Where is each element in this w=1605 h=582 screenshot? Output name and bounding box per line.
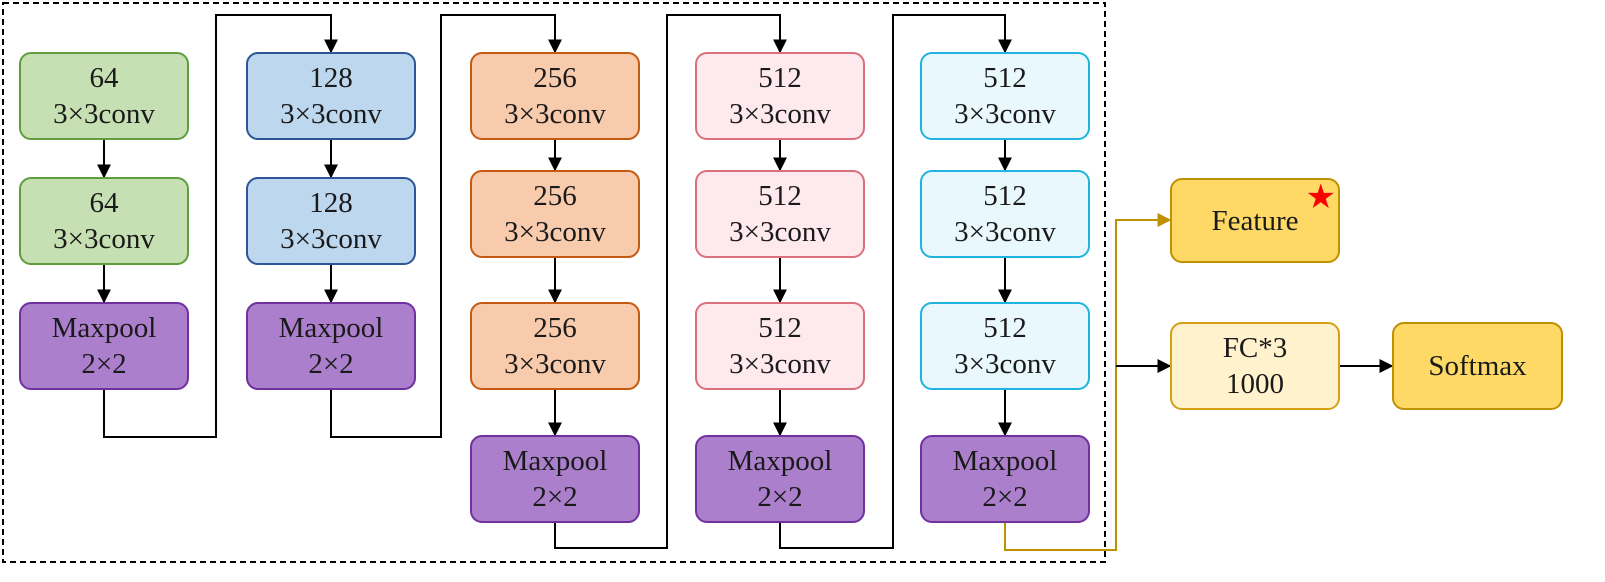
stage-512b-conv-block-2-line-1: 512 (983, 180, 1027, 212)
stage-512b-maxpool-block-line-2: 2×2 (982, 481, 1028, 513)
stage-256-conv-block-1: 256 3×3conv (470, 52, 640, 140)
stage-connector-2 (330, 14, 562, 438)
star-icon: ★ (1305, 177, 1336, 217)
stage-128-conv-block-1-line-2: 3×3conv (280, 98, 382, 130)
stage-128-maxpool-block-line-2: 2×2 (308, 348, 354, 380)
backbone-dashed-frame (2, 2, 1106, 563)
fc-block-line-2: 1000 (1226, 368, 1284, 400)
stage-512a-maxpool-block: Maxpool 2×2 (695, 435, 865, 523)
stage-64-conv-block-2-line-1: 64 (89, 187, 119, 219)
stage-256-maxpool-block-line-2: 2×2 (532, 481, 578, 513)
stage-512b-conv-block-3-line-2: 3×3conv (954, 348, 1056, 380)
stage-512b-conv-block-3: 512 3×3conv (920, 302, 1090, 390)
stage-256-conv-block-1-line-2: 3×3conv (504, 98, 606, 130)
stage-512b-conv-block-3-line-1: 512 (983, 312, 1027, 344)
stage-128-conv-block-1: 128 3×3conv (246, 52, 416, 140)
stage-256-maxpool-block: Maxpool 2×2 (470, 435, 640, 523)
stage-128-maxpool-block: Maxpool 2×2 (246, 302, 416, 390)
feature-block: Feature★ (1170, 178, 1340, 263)
stage-128-maxpool-block-line-1: Maxpool (278, 312, 384, 344)
stage-128-conv-block-1-line-1: 128 (309, 62, 353, 94)
stage-128-conv-block-2-line-2: 3×3conv (280, 223, 382, 255)
stage-64-conv-block-2-line-2: 3×3conv (53, 223, 155, 255)
stage-256-conv-block-1-line-1: 256 (533, 62, 577, 94)
stage-connector-1 (103, 14, 338, 438)
stage-512b-conv-block-2-line-2: 3×3conv (954, 216, 1056, 248)
stage-512b-maxpool-block-line-1: Maxpool (952, 445, 1058, 477)
stage-512a-conv-block-3-line-1: 512 (758, 312, 802, 344)
stage-256-conv-block-3-line-2: 3×3conv (504, 348, 606, 380)
stage-64-maxpool-block-line-2: 2×2 (81, 348, 127, 380)
stage-512a-conv-block-1: 512 3×3conv (695, 52, 865, 140)
softmax-block: Softmax (1392, 322, 1563, 410)
stage-64-conv-block-2: 64 3×3conv (19, 177, 189, 265)
stage-512b-maxpool-block: Maxpool 2×2 (920, 435, 1090, 523)
stage-512b-conv-block-1-line-2: 3×3conv (954, 98, 1056, 130)
stage-512b-conv-block-1-line-1: 512 (983, 62, 1027, 94)
feature-arrow (1004, 213, 1172, 551)
stage-64-conv-block-1-line-2: 3×3conv (53, 98, 155, 130)
stage-256-conv-block-2-line-2: 3×3conv (504, 216, 606, 248)
feature-block-line-1: Feature (1211, 204, 1299, 237)
fc-block: FC*3 1000 (1170, 322, 1340, 410)
stage-64-conv-block-1: 64 3×3conv (19, 52, 189, 140)
stage-64-maxpool-block-line-1: Maxpool (51, 312, 157, 344)
stage-512a-conv-block-3: 512 3×3conv (695, 302, 865, 390)
stage-connector-3 (554, 14, 787, 549)
stage-512a-maxpool-block-line-1: Maxpool (727, 445, 833, 477)
stage-512a-maxpool-block-line-2: 2×2 (757, 481, 803, 513)
fc-block-line-1: FC*3 (1222, 332, 1288, 364)
softmax-block-line-1: Softmax (1428, 350, 1527, 382)
stage-512a-conv-block-1-line-2: 3×3conv (729, 98, 831, 130)
stage-512a-conv-block-3-line-2: 3×3conv (729, 348, 831, 380)
stage-512a-conv-block-2-line-2: 3×3conv (729, 216, 831, 248)
stage-512a-conv-block-2-line-1: 512 (758, 180, 802, 212)
stage-256-conv-block-2-line-1: 256 (533, 180, 577, 212)
stage-256-conv-block-2: 256 3×3conv (470, 170, 640, 258)
stage-512a-conv-block-2: 512 3×3conv (695, 170, 865, 258)
stage-128-conv-block-2-line-1: 128 (309, 187, 353, 219)
stage-512a-conv-block-1-line-1: 512 (758, 62, 802, 94)
stage-64-maxpool-block: Maxpool 2×2 (19, 302, 189, 390)
stage-128-conv-block-2: 128 3×3conv (246, 177, 416, 265)
stage-64-conv-block-1-line-1: 64 (89, 62, 119, 94)
stage-256-conv-block-3-line-1: 256 (533, 312, 577, 344)
stage-256-conv-block-3: 256 3×3conv (470, 302, 640, 390)
stage-256-maxpool-block-line-1: Maxpool (502, 445, 608, 477)
stage-connector-4 (779, 14, 1012, 549)
stage-512b-conv-block-1: 512 3×3conv (920, 52, 1090, 140)
stage-512b-conv-block-2: 512 3×3conv (920, 170, 1090, 258)
